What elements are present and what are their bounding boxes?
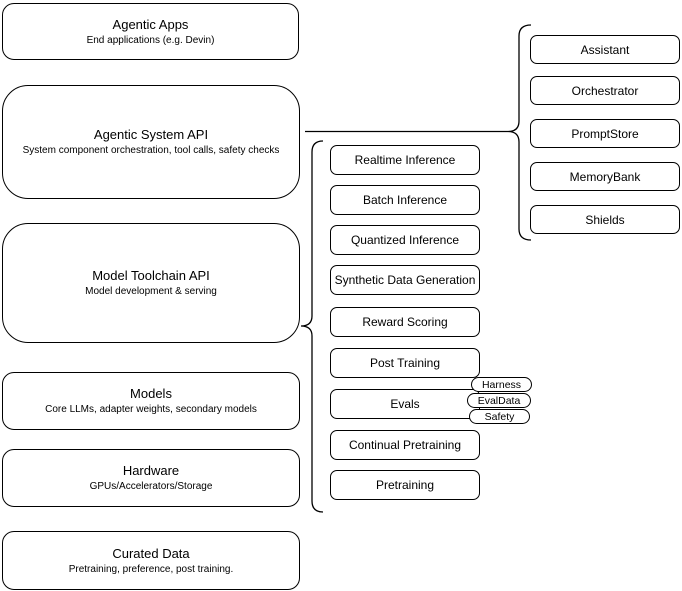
node-label: Batch Inference (362, 193, 448, 207)
node-agentic-apps: Agentic Apps End applications (e.g. Devi… (2, 3, 299, 60)
node-reward-scoring: Reward Scoring (330, 307, 480, 337)
node-label: Post Training (369, 356, 441, 370)
node-assistant: Assistant (530, 35, 680, 64)
node-orchestrator: Orchestrator (530, 76, 680, 105)
node-label: Orchestrator (571, 83, 639, 98)
node-label: Assistant (580, 42, 630, 57)
node-label: Reward Scoring (362, 315, 448, 329)
node-batch-inference: Batch Inference (330, 185, 480, 215)
node-promptstore: PromptStore (530, 119, 680, 148)
node-subtitle: Pretraining, preference, post training. (68, 563, 234, 575)
node-quantized-inference: Quantized Inference (330, 225, 480, 255)
pill-harness: Harness (471, 377, 532, 392)
node-subtitle: System component orchestration, tool cal… (22, 145, 280, 156)
node-memorybank: MemoryBank (530, 162, 680, 191)
node-synthetic-data-generation: Synthetic Data Generation (330, 265, 480, 295)
node-subtitle: GPUs/Accelerators/Storage (89, 481, 213, 492)
node-agentic-system-api: Agentic System API System component orch… (2, 85, 300, 199)
pill-safety: Safety (469, 409, 530, 424)
node-label: MemoryBank (569, 169, 641, 184)
node-post-training: Post Training (330, 348, 480, 378)
system-brace (507, 24, 532, 241)
node-title: Hardware (122, 463, 180, 478)
node-title: Agentic System API (93, 127, 209, 142)
pill-label: Safety (484, 410, 515, 423)
node-label: Synthetic Data Generation (334, 273, 476, 287)
node-label: Continual Pretraining (348, 438, 462, 452)
node-label: Pretraining (375, 478, 435, 492)
node-curated-data: Curated Data Pretraining, preference, po… (2, 531, 300, 590)
node-pretraining: Pretraining (330, 470, 480, 500)
node-label: Shields (585, 212, 625, 227)
node-models: Models Core LLMs, adapter weights, secon… (2, 372, 300, 430)
node-subtitle: End applications (e.g. Devin) (86, 34, 215, 46)
node-title: Model Toolchain API (92, 268, 210, 283)
node-subtitle: Model development & serving (85, 286, 217, 297)
node-label: PromptStore (571, 126, 639, 141)
node-realtime-inference: Realtime Inference (330, 145, 480, 175)
node-continual-pretraining: Continual Pretraining (330, 430, 480, 460)
node-model-toolchain-api: Model Toolchain API Model development & … (2, 223, 300, 343)
pill-label: Harness (481, 378, 522, 391)
pill-label: EvalData (477, 394, 521, 407)
node-shields: Shields (530, 205, 680, 234)
pill-evaldata: EvalData (467, 393, 531, 408)
toolchain-brace (300, 140, 324, 513)
node-label: Quantized Inference (350, 233, 460, 247)
node-label: Realtime Inference (354, 153, 456, 167)
node-evals: Evals (330, 389, 480, 419)
node-subtitle: Core LLMs, adapter weights, secondary mo… (45, 404, 257, 415)
node-title: Curated Data (112, 545, 190, 561)
node-label: Evals (390, 397, 420, 411)
node-title: Models (130, 386, 172, 401)
node-title: Agentic Apps (112, 16, 189, 32)
node-hardware: Hardware GPUs/Accelerators/Storage (2, 449, 300, 507)
